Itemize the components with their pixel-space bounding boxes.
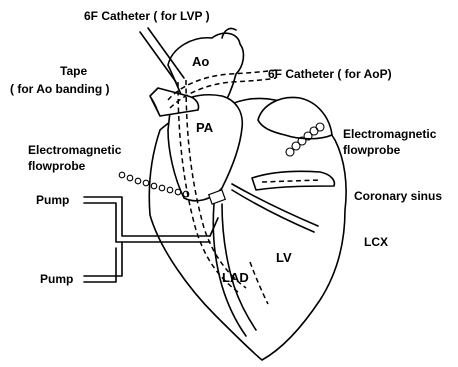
label-lcx: LCX (364, 235, 388, 249)
label-em-probe-right-1: Electromagnetic (343, 127, 437, 141)
label-coronary-sinus: Coronary sinus (354, 189, 442, 203)
label-pa: PA (196, 120, 214, 135)
label-em-probe-right-2: flowprobe (343, 143, 401, 157)
label-lv: LV (276, 250, 292, 265)
label-em-probe-left-1: Electromagnetic (28, 143, 122, 157)
pump-tube-bottom-2 (84, 248, 116, 282)
label-lad: LAD (222, 270, 249, 285)
label-ao: Ao (192, 54, 209, 69)
label-catheter-lvp: 6F Catheter ( for LVP ) (84, 9, 210, 23)
label-tape-line1: Tape (60, 64, 87, 78)
label-pump-bottom: Pump (40, 272, 73, 286)
label-em-probe-left-2: flowprobe (28, 159, 86, 173)
label-catheter-aop: 6F Catheter ( for AoP) (268, 67, 392, 81)
label-tape-line2: ( for Ao banding ) (10, 82, 110, 96)
label-pump-top: Pump (36, 193, 69, 207)
